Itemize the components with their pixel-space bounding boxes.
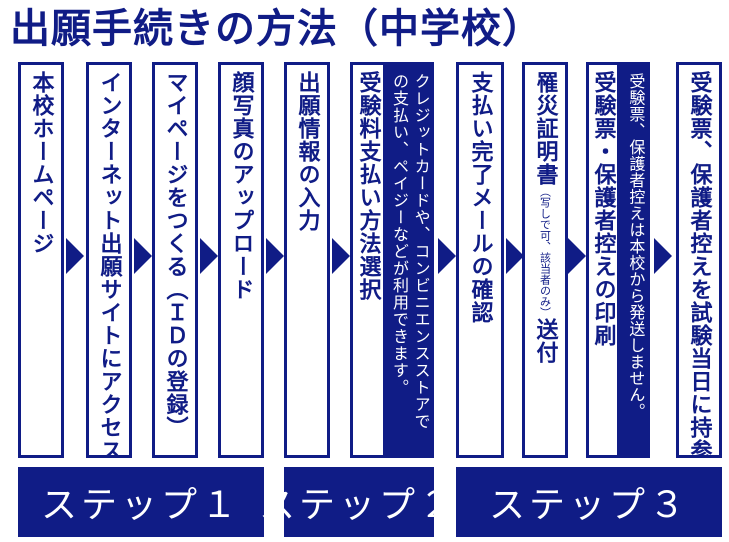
page-title: 出願手続きの方法（中学校） — [10, 6, 543, 52]
note-no-mailing: 受験票、保護者控えは本校から発送しません。 — [620, 62, 650, 458]
flow-box-print-ticket: 受験票・保護者控えの印刷 — [586, 62, 620, 458]
arrow-right-icon — [438, 238, 456, 274]
flow-box-access-site: インターネット出願サイトにアクセス — [86, 62, 132, 458]
arrow-right-icon — [332, 238, 350, 274]
arrow-right-icon — [66, 238, 84, 274]
cert-main: 罹災証明書 — [532, 71, 558, 186]
flow-box-confirm-email: 支払い完了メールの確認 — [456, 62, 504, 458]
step3-label: ステップ３ — [456, 467, 722, 537]
flow-box-confirm-email-label: 支払い完了メールの確認 — [467, 71, 493, 324]
flow-box-access-site-label: インターネット出願サイトにアクセス — [96, 71, 122, 458]
cert-sub: （写しで可、該当者のみ） — [538, 186, 552, 318]
flow-box-bring-ticket: 受験票、保護者控えを試験当日に持参 — [676, 62, 722, 458]
flow-box-create-mypage-label: マイページをつくる（ＩＤの登録） — [162, 71, 188, 439]
flow-box-upload-photo-label: 顔写真のアップロード — [228, 71, 254, 301]
step1-label: ステップ１ — [18, 467, 264, 537]
flow-box-homepage: 本校ホームページ — [18, 62, 64, 458]
arrow-right-icon — [200, 238, 218, 274]
arrow-right-icon — [266, 238, 284, 274]
arrow-right-icon — [654, 238, 672, 274]
arrow-right-icon — [134, 238, 152, 274]
flow-box-homepage-label: 本校ホームページ — [28, 71, 54, 255]
step2-label: ステップ２ — [259, 467, 455, 537]
note-payment-options: クレジットカードや、コンビニエンスストアでの支払い、ペイジーなどが利用できます。 — [386, 62, 434, 458]
flow-box-payment-method: 受験料支払い方法選択 — [350, 62, 386, 458]
flow-box-upload-photo: 顔写真のアップロード — [218, 62, 264, 458]
note-no-mailing-text: 受験票、保護者控えは本校から発送しません。 — [626, 73, 646, 420]
note-payment-options-text: クレジットカードや、コンビニエンスストアでの支払い、ペイジーなどが利用できます。 — [390, 73, 431, 430]
flow-box-print-ticket-label: 受験票・保護者控えの印刷 — [590, 71, 616, 347]
flow-box-disaster-certificate-label: 罹災証明書（写しで可、該当者のみ）送付 — [532, 71, 558, 364]
flow-box-enter-info: 出願情報の入力 — [284, 62, 330, 458]
flow-box-enter-info-label: 出願情報の入力 — [294, 71, 320, 232]
flow-box-bring-ticket-label: 受験票、保護者控えを試験当日に持参 — [686, 71, 712, 458]
cert-end: 送付 — [532, 318, 558, 364]
flow-box-disaster-certificate: 罹災証明書（写しで可、該当者のみ）送付 — [522, 62, 568, 458]
arrow-right-icon — [506, 238, 524, 274]
arrow-right-icon — [568, 238, 586, 274]
flow-box-create-mypage: マイページをつくる（ＩＤの登録） — [152, 62, 198, 458]
flow-box-payment-method-label: 受験料支払い方法選択 — [355, 71, 381, 301]
